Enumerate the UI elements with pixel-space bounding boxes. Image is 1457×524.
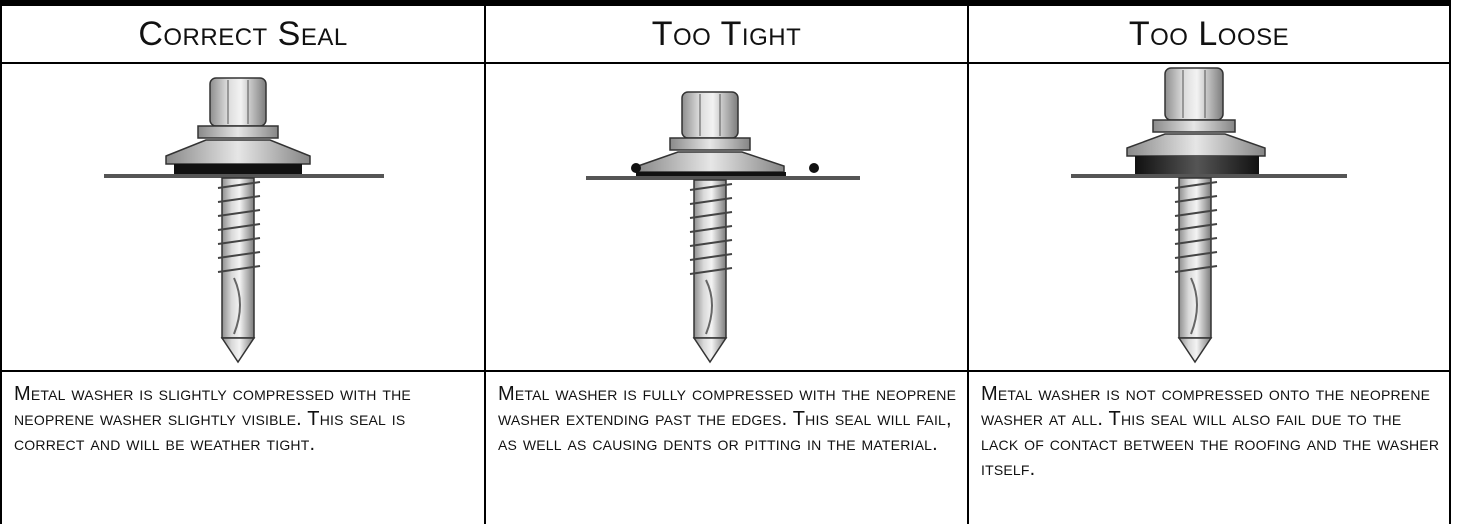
screw-illustration-too-tight [486, 64, 967, 370]
column-divider [967, 0, 969, 524]
header-divider [0, 62, 1451, 64]
column-divider [484, 0, 486, 524]
image-divider [0, 370, 1451, 372]
table-right-border [1449, 0, 1451, 524]
column-title-too-loose: Too Loose [1128, 14, 1290, 53]
column-description-correct-seal: Metal washer is slightly compressed with… [14, 383, 411, 455]
table-top-border [0, 0, 1451, 6]
column-title-too-tight: Too Tight [651, 14, 802, 53]
column-description-too-tight: Metal washer is fully compressed with th… [498, 383, 957, 455]
column-title-correct-seal: Correct Seal [138, 14, 348, 53]
screw-illustration-too-loose [969, 64, 1449, 370]
column-description-too-loose: Metal washer is not compressed onto the … [981, 383, 1440, 480]
table-left-border [0, 0, 2, 524]
screw-illustration-correct-seal [2, 64, 484, 370]
